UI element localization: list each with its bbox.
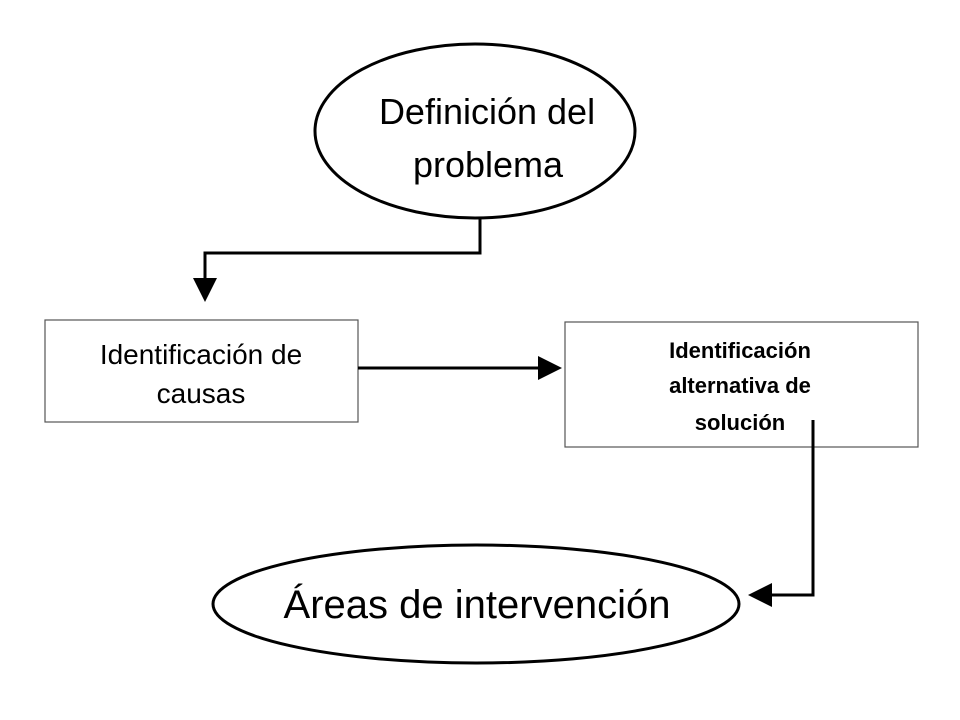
cause-identification-box bbox=[44, 319, 359, 423]
cause-identification-line-2: causas bbox=[157, 378, 246, 409]
alternative-identification-box bbox=[564, 321, 919, 448]
cause-identification-line-1: Identificación de bbox=[100, 339, 302, 370]
node-cause-identification: Identificación de causas bbox=[44, 319, 359, 423]
connector-problem-to-causes bbox=[193, 218, 482, 302]
problem-definition-line-2: problema bbox=[413, 144, 564, 185]
node-alternative-identification: Identificación alternativa de solución bbox=[564, 321, 919, 448]
alternative-identification-line-3: solución bbox=[695, 410, 785, 435]
alternative-identification-line-2: alternativa de bbox=[669, 373, 811, 398]
problem-definition-line-1: Definición del bbox=[379, 91, 595, 132]
intervention-areas-ellipse bbox=[211, 543, 741, 665]
alternative-identification-line-1: Identificación bbox=[669, 338, 811, 363]
connector-alternatives-to-intervention bbox=[748, 420, 815, 607]
problem-definition-ellipse bbox=[313, 42, 637, 220]
intervention-areas-label: Áreas de intervención bbox=[284, 582, 671, 627]
node-problem-definition: Definición del problema bbox=[313, 42, 637, 220]
node-intervention-areas: Áreas de intervención bbox=[211, 543, 741, 665]
